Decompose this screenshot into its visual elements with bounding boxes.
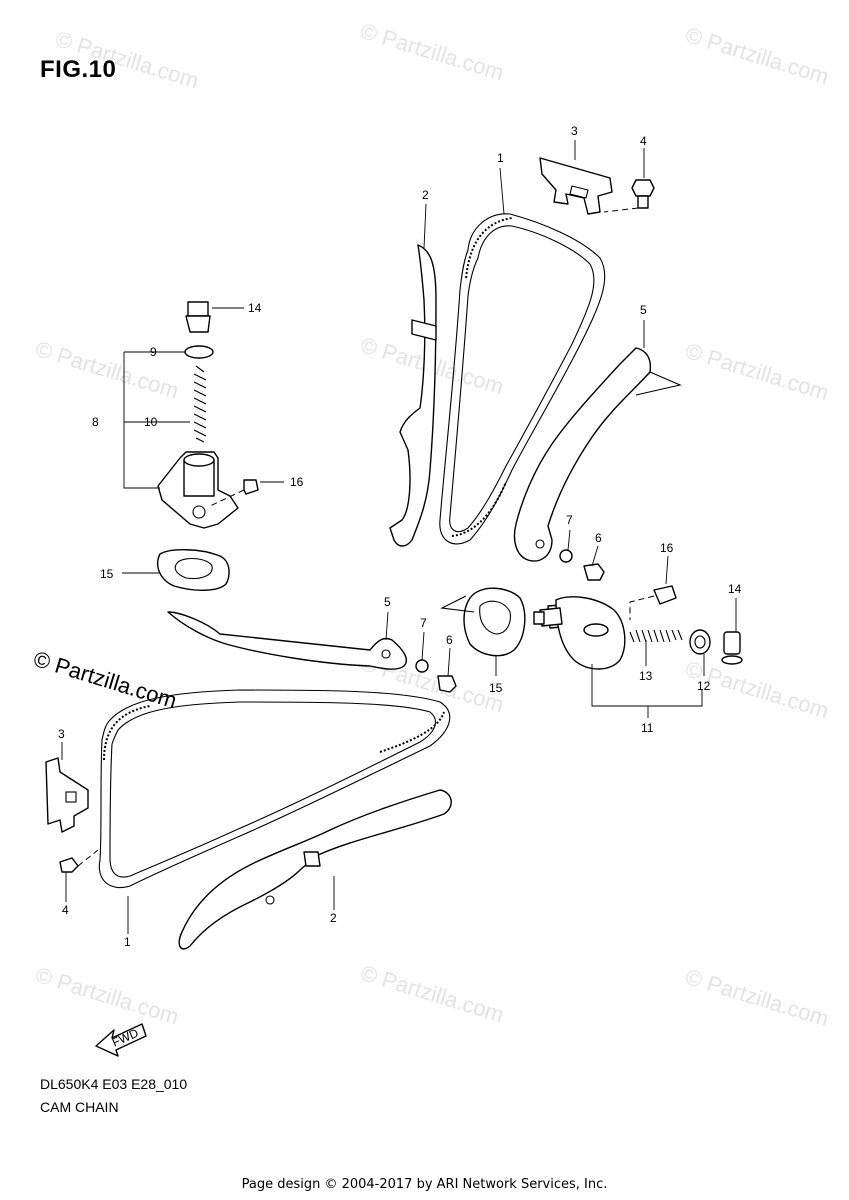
tensioner-left [157, 301, 259, 529]
callout-16-right: 16 [660, 541, 674, 555]
callout-3-bottom: 3 [58, 727, 65, 741]
fwd-arrow-icon: FWD [95, 1023, 147, 1057]
callout-5-middle: 5 [384, 595, 391, 609]
callout-15-middle: 15 [489, 681, 503, 695]
callout-2-top: 2 [422, 188, 429, 202]
cam-chain-upper [439, 213, 606, 545]
callout-4-top: 4 [640, 134, 647, 148]
callout-1-bottom: 1 [124, 935, 131, 949]
cam-chain-lower [98, 689, 451, 888]
bracket-bottom [45, 757, 89, 833]
callout-14-top: 14 [248, 301, 262, 315]
chain-guide-top [389, 244, 437, 547]
callout-11: 11 [641, 721, 654, 735]
washer-12 [689, 629, 711, 655]
bracket-top [539, 157, 613, 215]
callout-3-top: 3 [571, 124, 578, 138]
gasket-middle [440, 587, 526, 657]
callout-8: 8 [92, 415, 99, 429]
callout-2-bottom: 2 [330, 911, 337, 925]
callout-10: 10 [144, 415, 158, 429]
bolt-middle [437, 675, 457, 693]
figure-title: FIG.10 [40, 56, 117, 83]
gasket-left [156, 549, 230, 591]
tensioner-right [533, 585, 677, 670]
callout-6-middle: 6 [446, 633, 453, 647]
bolt-right [583, 563, 605, 581]
spring-right [629, 629, 683, 643]
chain-guide-bottom [178, 789, 452, 950]
section-name: CAM CHAIN [40, 1099, 119, 1115]
callout-14-right: 14 [728, 582, 742, 596]
callout-5-right: 5 [640, 303, 647, 317]
model-code: DL650K4 E03 E28_010 [40, 1076, 188, 1092]
bolt-14-right [721, 631, 743, 665]
callout-9: 9 [150, 345, 157, 359]
callout-13: 13 [639, 669, 653, 683]
callout-6-right: 6 [595, 531, 602, 545]
chain-guide-right [513, 347, 682, 562]
chain-guide-middle [167, 611, 408, 670]
callout-16-left: 16 [290, 475, 304, 489]
callout-7-right: 7 [566, 513, 573, 527]
page-footer: Page design © 2004-2017 by ARI Network S… [241, 1177, 608, 1192]
callout-1-top: 1 [497, 151, 504, 165]
bolt-bottom [59, 857, 79, 873]
leader-lines [61, 140, 737, 934]
washer-middle [415, 659, 429, 673]
washer-right [559, 549, 573, 563]
callout-12: 12 [697, 679, 711, 693]
callout-15-left: 15 [100, 567, 114, 581]
callout-7-middle: 7 [420, 616, 427, 630]
bolt-top [603, 179, 655, 213]
callout-4-bottom: 4 [62, 903, 69, 917]
